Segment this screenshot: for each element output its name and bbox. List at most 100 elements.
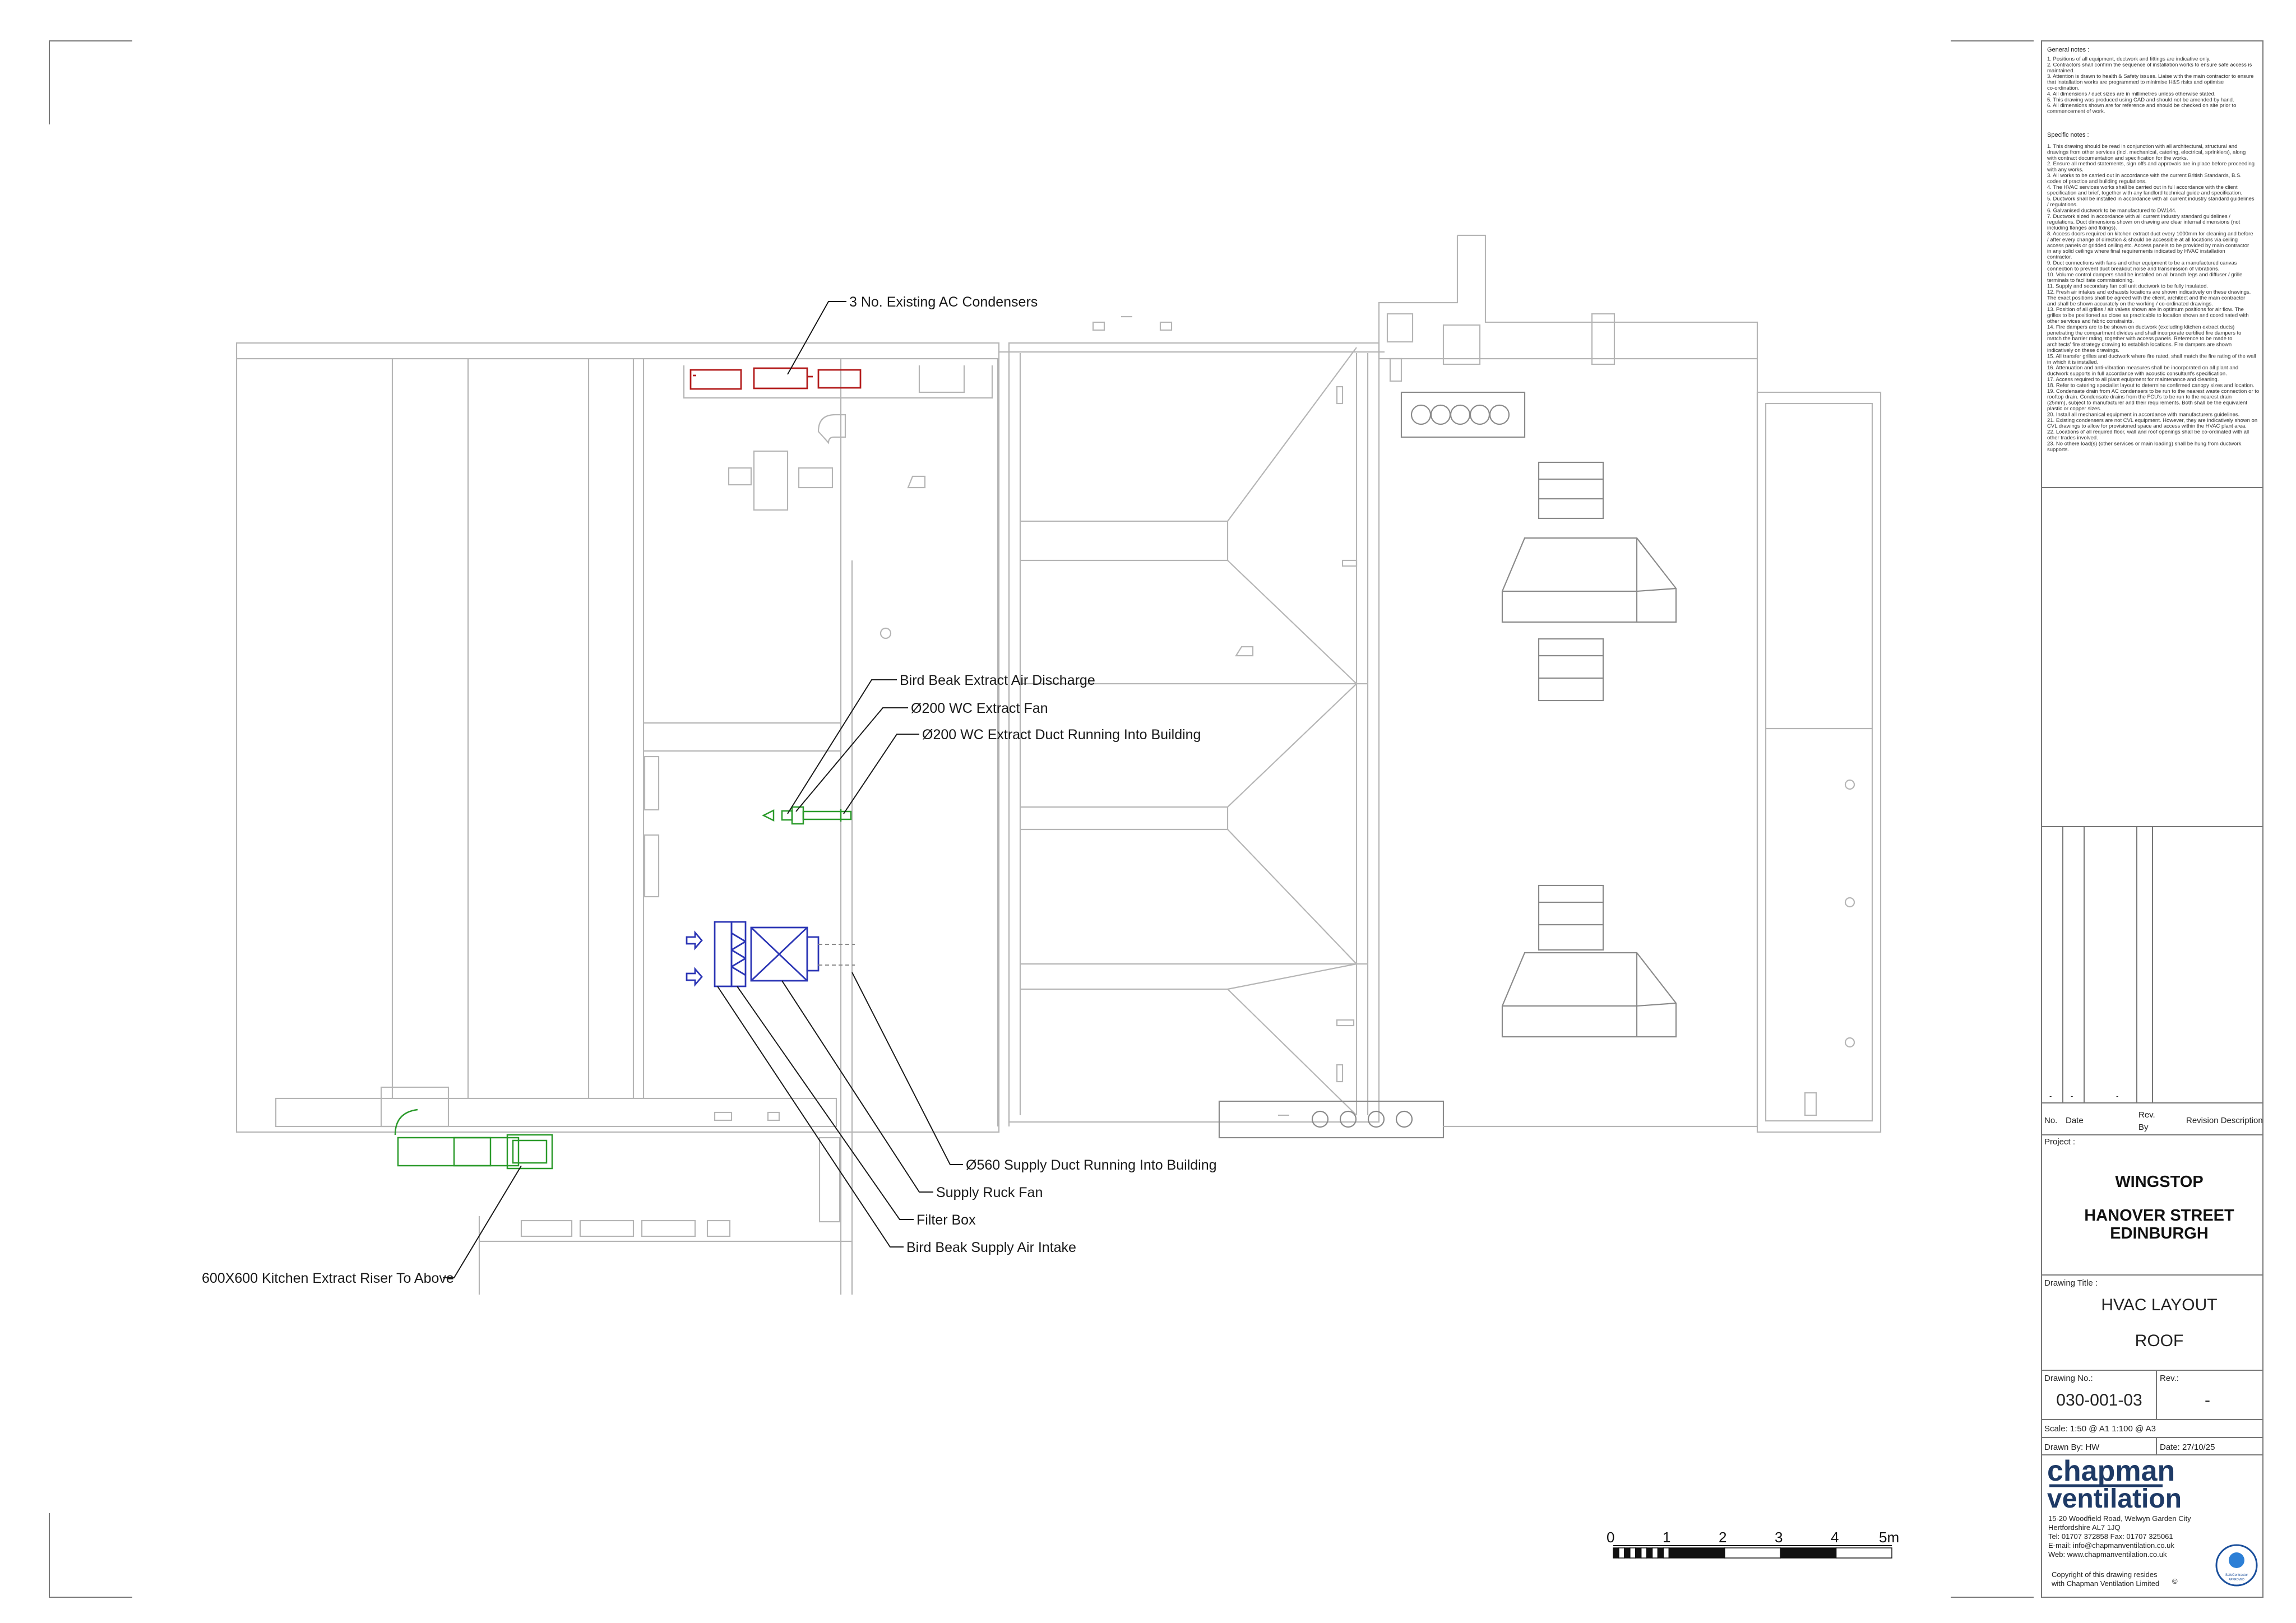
- svg-text:SafeContractor: SafeContractor: [2225, 1574, 2248, 1577]
- svg-text:Web: www.chapmanventilation.co: Web: www.chapmanventilation.co.uk: [2048, 1550, 2167, 1559]
- wc-extract-fan: [762, 806, 852, 825]
- label-wc-extract-fan: Ø200 WC Extract Fan: [911, 701, 1048, 716]
- svg-text:15-20 Woodfield Road, Welwyn G: 15-20 Woodfield Road, Welwyn Garden City: [2048, 1514, 2191, 1523]
- drawing-number-block: Drawing No.: 030-001-03 Rev.: - Scale: 1…: [2042, 1370, 2263, 1455]
- scale-segment: [1646, 1547, 1653, 1559]
- note-line: 17. Access required to all plant equipme…: [2047, 377, 2219, 383]
- note-line: ductwork supports in full accordance wit…: [2047, 371, 2227, 377]
- note-line: The exact positions shall be agreed with…: [2047, 295, 2245, 301]
- company-address: 15-20 Woodfield Road, Welwyn Garden City…: [2048, 1514, 2191, 1588]
- note-line: 20. Install all mechanical equipment in …: [2047, 411, 2239, 418]
- svg-text:Rev.:: Rev.:: [2160, 1374, 2179, 1383]
- note-line: in which it is installed.: [2047, 359, 2098, 365]
- note-line: 8. Access doors required on kitchen extr…: [2047, 231, 2253, 237]
- svg-text:Copyright of this drawing resi: Copyright of this drawing resides: [2052, 1570, 2158, 1579]
- note-line: grilles to be positioned as close as pra…: [2047, 313, 2249, 319]
- note-line: (25mm), subject to manufacturer and thei…: [2047, 400, 2247, 406]
- svg-text:Revision Description: Revision Description: [2186, 1116, 2263, 1125]
- note-line: with contract documentation and specific…: [2047, 155, 2188, 161]
- note-line: architects' fire strategy drawing to est…: [2047, 342, 2232, 348]
- note-line: specification and brief, together with a…: [2047, 190, 2242, 196]
- note-line: 12. Fresh air intakes and exhausts locat…: [2047, 289, 2251, 295]
- scale-tick-2: 2: [1719, 1529, 1726, 1546]
- drawing-revision: -: [2205, 1391, 2210, 1409]
- note-line: connection to prevent duct breakout nois…: [2047, 266, 2219, 272]
- note-line: 3. All works to be carried out in accord…: [2047, 173, 2242, 179]
- project-info: WINGSTOP HANOVER STREET EDINBURGH: [2042, 1173, 2263, 1276]
- svg-text:Drawing Title :: Drawing Title :: [2044, 1278, 2098, 1288]
- note-line: 16. Attenuation and anti-vibration measu…: [2047, 365, 2238, 371]
- svg-text:Scale: 1:50 @ A1 1:100 @ A3: Scale: 1:50 @ A1 1:100 @ A3: [2044, 1424, 2156, 1434]
- note-line: 6. All dimensions shown are for referenc…: [2047, 103, 2236, 109]
- note-line: co-ordination.: [2047, 85, 2080, 91]
- scale-segment: [1624, 1547, 1631, 1559]
- note-line: 2. Contractors shall confirm the sequenc…: [2047, 62, 2252, 68]
- note-line: 15. All transfer grilles and ductwork wh…: [2047, 353, 2256, 359]
- title-line-1: HVAC LAYOUT: [2101, 1296, 2217, 1314]
- note-line: 10. Volume control dampers shall be inst…: [2047, 272, 2242, 278]
- note-line: with any works.: [2047, 167, 2084, 173]
- scale-tick-3: 3: [1775, 1529, 1783, 1546]
- svg-text:By: By: [2138, 1123, 2149, 1132]
- note-line: terminals to facilitate commissioning.: [2047, 277, 2134, 284]
- note-line: 4. The HVAC services works shall be carr…: [2047, 184, 2238, 191]
- scale-tick-4: 4: [1831, 1529, 1839, 1546]
- note-line: including flanges and fixings).: [2047, 225, 2117, 231]
- note-line: plastic or copper sizes.: [2047, 406, 2101, 412]
- scale-segment: [1613, 1547, 1619, 1559]
- note-line: CVL drawings to allow for provisioned sp…: [2047, 423, 2247, 429]
- note-line: 21. Existing condensers are not CVL equi…: [2047, 418, 2257, 424]
- note-line: 13. Position of all grilles / air valves…: [2047, 307, 2244, 313]
- svg-text:Date: 27/10/25: Date: 27/10/25: [2160, 1443, 2215, 1452]
- scale-segment: [1657, 1547, 1664, 1559]
- svg-text:with Chapman Ventilation Limit: with Chapman Ventilation Limited: [2051, 1579, 2159, 1588]
- note-line: 5. Ductwork shall be installed in accord…: [2047, 196, 2255, 202]
- label-filter-box: Filter Box: [916, 1212, 976, 1228]
- scale-segment: [1630, 1547, 1636, 1559]
- svg-text:ventilation: ventilation: [2047, 1484, 2182, 1514]
- scale-segment: [1780, 1547, 1837, 1559]
- svg-text:Drawn By: HW: Drawn By: HW: [2044, 1443, 2100, 1452]
- safecontractor-badge: SafeContractor APPROVED: [2215, 1544, 2258, 1587]
- svg-text:Project :: Project :: [2044, 1137, 2075, 1147]
- svg-text:Date: Date: [2066, 1116, 2084, 1125]
- note-line: indicatively on these drawings.: [2047, 347, 2119, 354]
- note-line: 2. Ensure all method statements, sign of…: [2047, 161, 2255, 167]
- svg-text:Drawing No.:: Drawing No.:: [2044, 1374, 2093, 1383]
- scale-segment: [1651, 1547, 1659, 1559]
- note-line: penetrating the compartment divides and …: [2047, 330, 2241, 336]
- note-line: 1. This drawing should be read in conjun…: [2047, 143, 2237, 150]
- svg-text:-: -: [2071, 1092, 2073, 1100]
- note-line: 1. Positions of all equipment, ductwork …: [2047, 56, 2210, 62]
- company-logo: chapman ventilation: [2047, 1455, 2182, 1514]
- revision-table: - - - No. Date Rev. By Revision Descript…: [2042, 826, 2263, 1147]
- label-bird-beak-intake: Bird Beak Supply Air Intake: [906, 1240, 1076, 1255]
- scale-segment: [1635, 1547, 1642, 1559]
- scale-tick-5m: 5m: [1879, 1529, 1899, 1546]
- label-ac-condensers: 3 No. Existing AC Condensers: [849, 294, 1038, 310]
- kitchen-extract-riser: [394, 1109, 553, 1170]
- note-line: 4. All dimensions / duct sizes are in mi…: [2047, 91, 2215, 97]
- scale-segment: [1618, 1547, 1625, 1559]
- svg-text:Tel: 01707 372858 Fax: 017: Tel: 01707 372858 Fax: 01707 325061: [2048, 1532, 2173, 1541]
- note-line: commencement of work.: [2047, 109, 2105, 115]
- note-line: 6. Galvanised ductwork to be manufacture…: [2047, 207, 2177, 214]
- label-wc-extract-duct: Ø200 WC Extract Duct Running Into Buildi…: [922, 727, 1201, 743]
- note-line: 3. Attention is drawn to health & Safety…: [2047, 73, 2254, 80]
- note-line: 9. Duct connections with fans and other …: [2047, 260, 2237, 266]
- label-bird-beak-discharge: Bird Beak Extract Air Discharge: [900, 673, 1095, 688]
- scale-tick-0: 0: [1607, 1529, 1614, 1546]
- note-line: 11. Supply and secondary fan coil unit d…: [2047, 284, 2208, 290]
- note-line: 19. Condensate drain from AC condensers …: [2047, 388, 2259, 395]
- title-block: General notes : 1. Positions of all equi…: [2041, 40, 2263, 1598]
- note-line: match the barrier rating, together with …: [2047, 336, 2233, 342]
- note-line: other services and fabric constraints.: [2047, 318, 2134, 324]
- note-line: / after every change of direction & shou…: [2047, 237, 2238, 243]
- leader-lines: [443, 301, 963, 1278]
- svg-text:No.: No.: [2044, 1116, 2057, 1125]
- label-supply-ruck-fan: Supply Ruck Fan: [936, 1185, 1043, 1200]
- note-line: drawings from other services (incl. mech…: [2047, 149, 2246, 155]
- note-line: in any solid ceilings where final requir…: [2047, 248, 2225, 254]
- sheet-corner-marks: [49, 40, 2034, 1598]
